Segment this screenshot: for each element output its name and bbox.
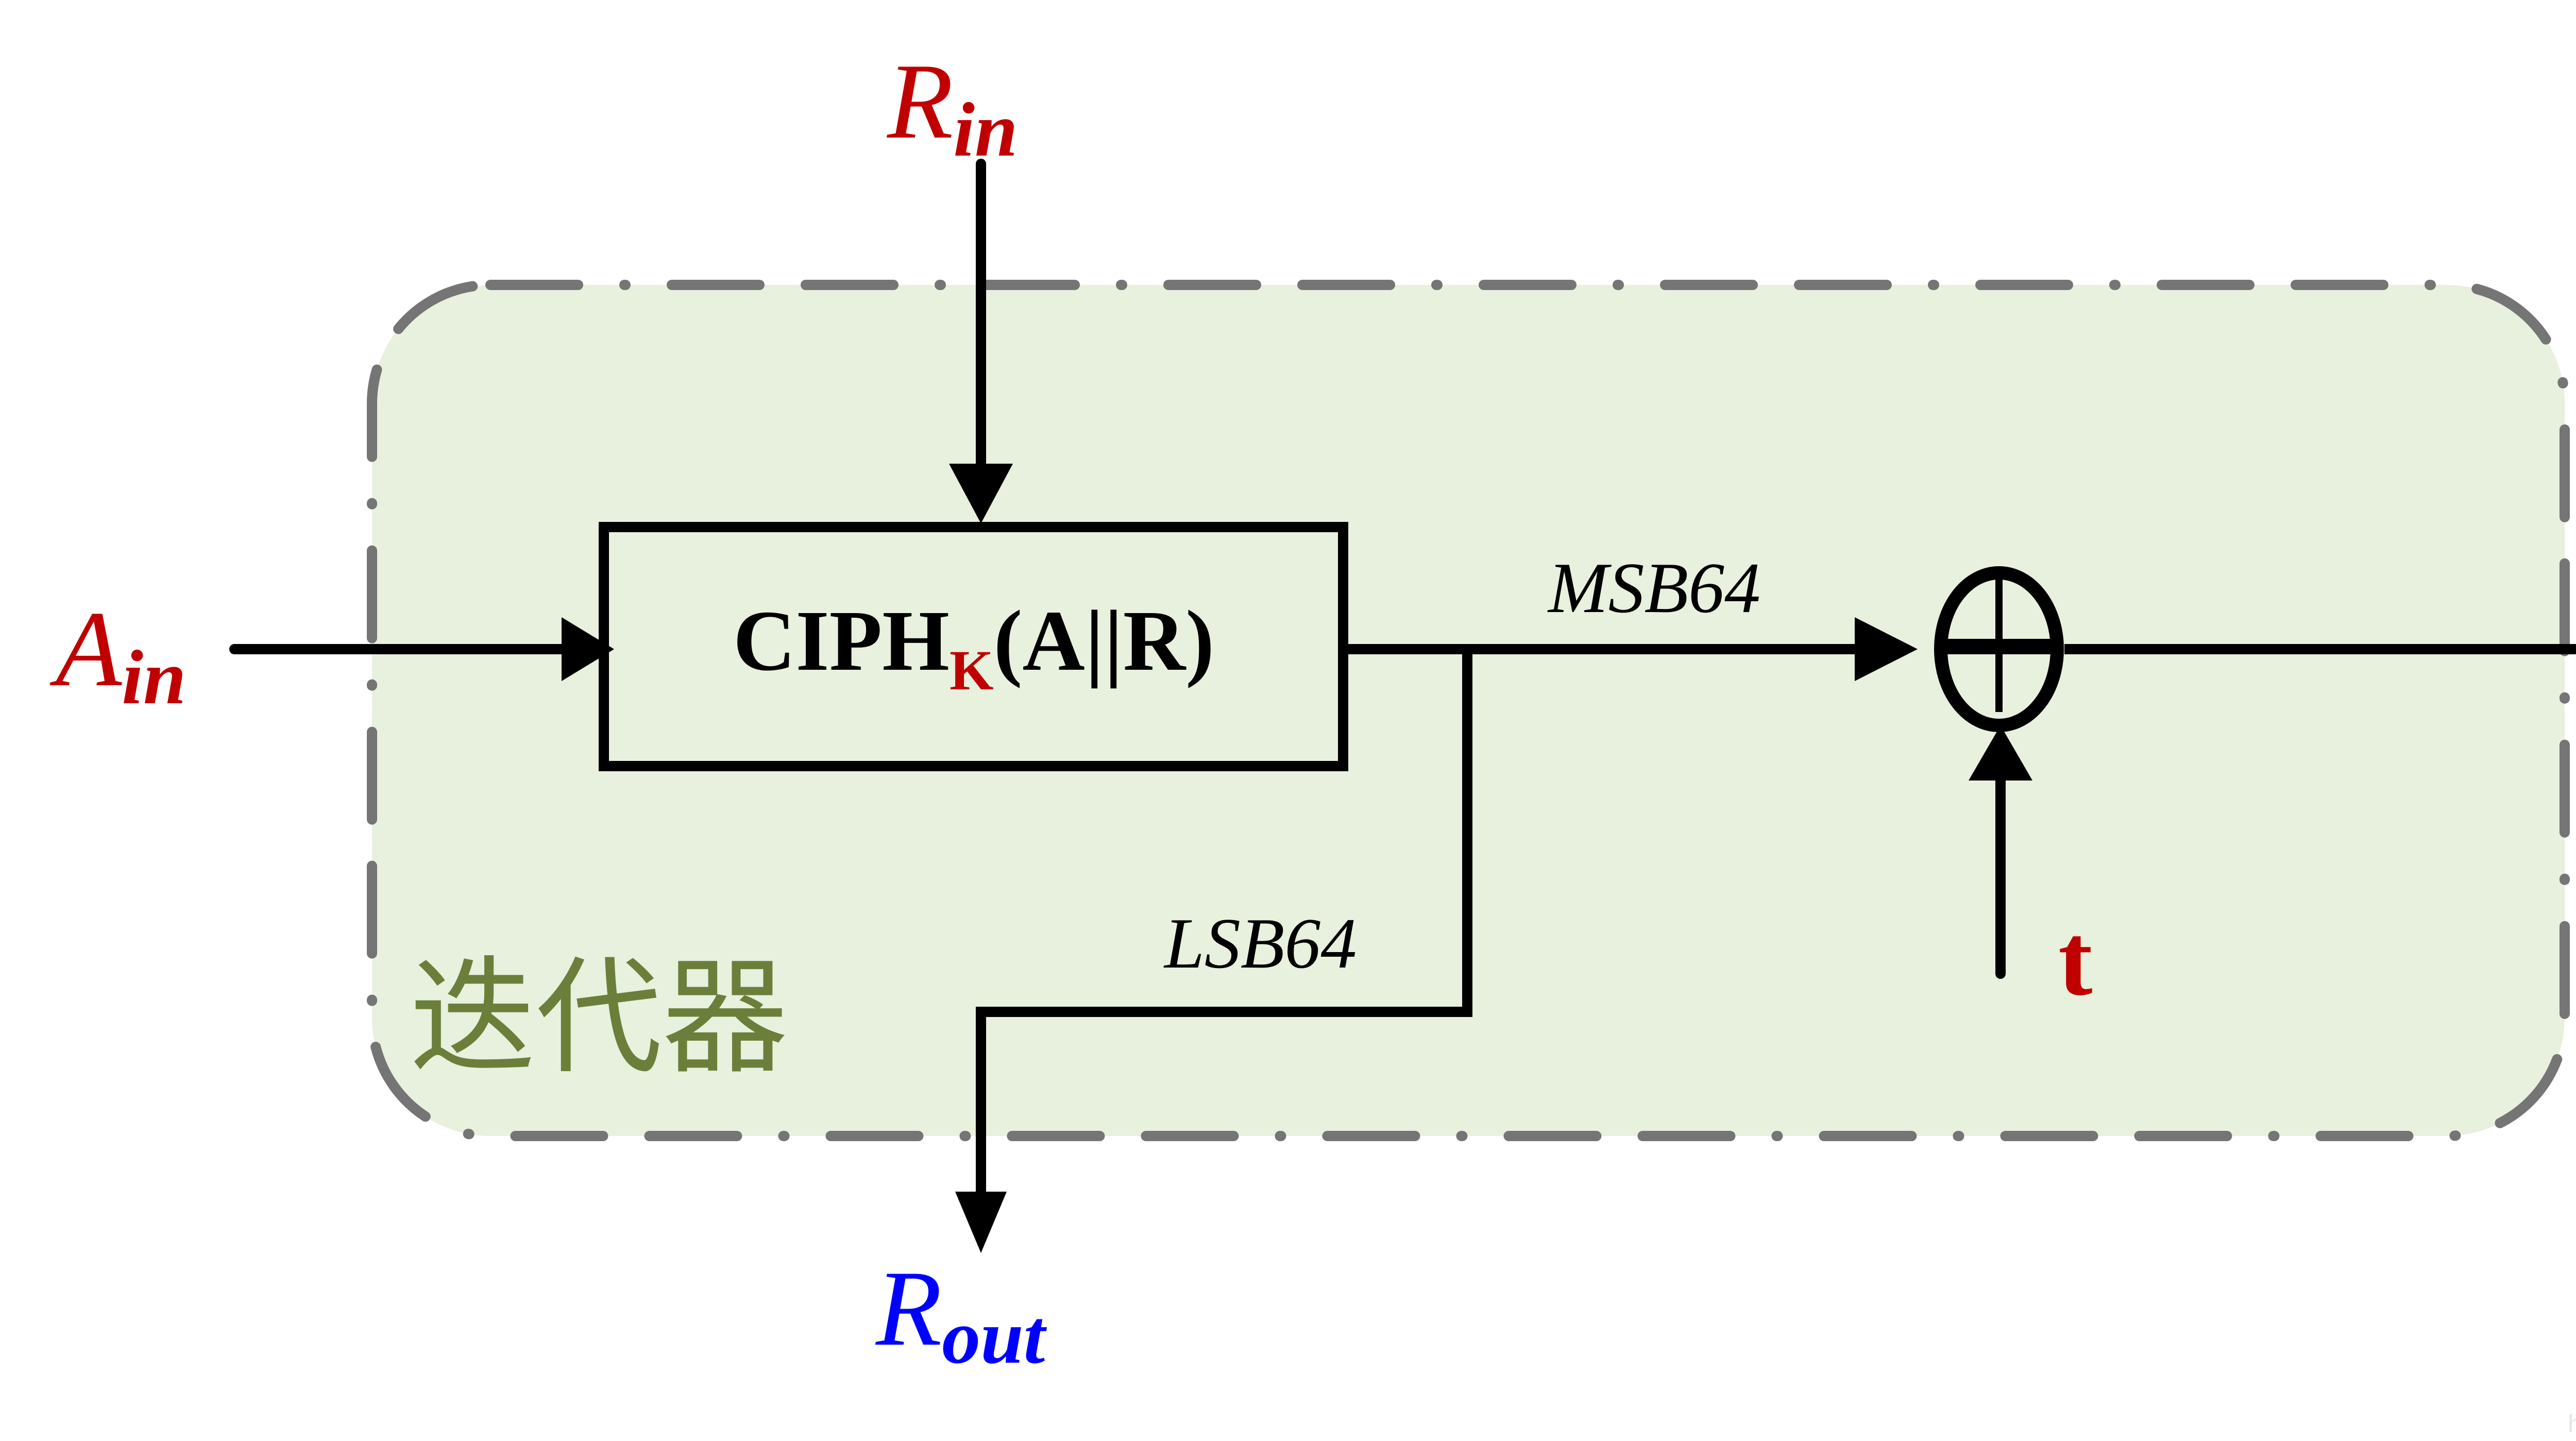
lsb-label: LSB64 [1163, 904, 1357, 984]
r-out-label: Rout [875, 1249, 1047, 1380]
cipher-main: CIPH [733, 593, 950, 689]
key-subscript: K [950, 639, 994, 702]
a-in-label: Ain [49, 589, 186, 720]
tweak-arrowhead [1969, 725, 2032, 781]
tweak-label: t [2058, 903, 2093, 1017]
xor-operator-icon [1934, 566, 2064, 732]
msb-label: MSB64 [1547, 548, 1760, 628]
cipher-argument: (A||R) [994, 593, 1215, 689]
iterator-region-label: 迭代器 [410, 947, 788, 1088]
cipher-block-label: CIPHK(A||R) [733, 593, 1214, 702]
watermark: https://blog.csdn.net/samsho2 [2568, 1411, 2576, 1438]
a-in-arrowhead [562, 617, 614, 681]
r-in-arrowhead [949, 464, 1013, 523]
lsb-line [976, 649, 1472, 1193]
r-in-label: Rin [886, 42, 1018, 173]
lsb-arrowhead [955, 1192, 1007, 1253]
msb-arrowhead [1855, 617, 1918, 681]
